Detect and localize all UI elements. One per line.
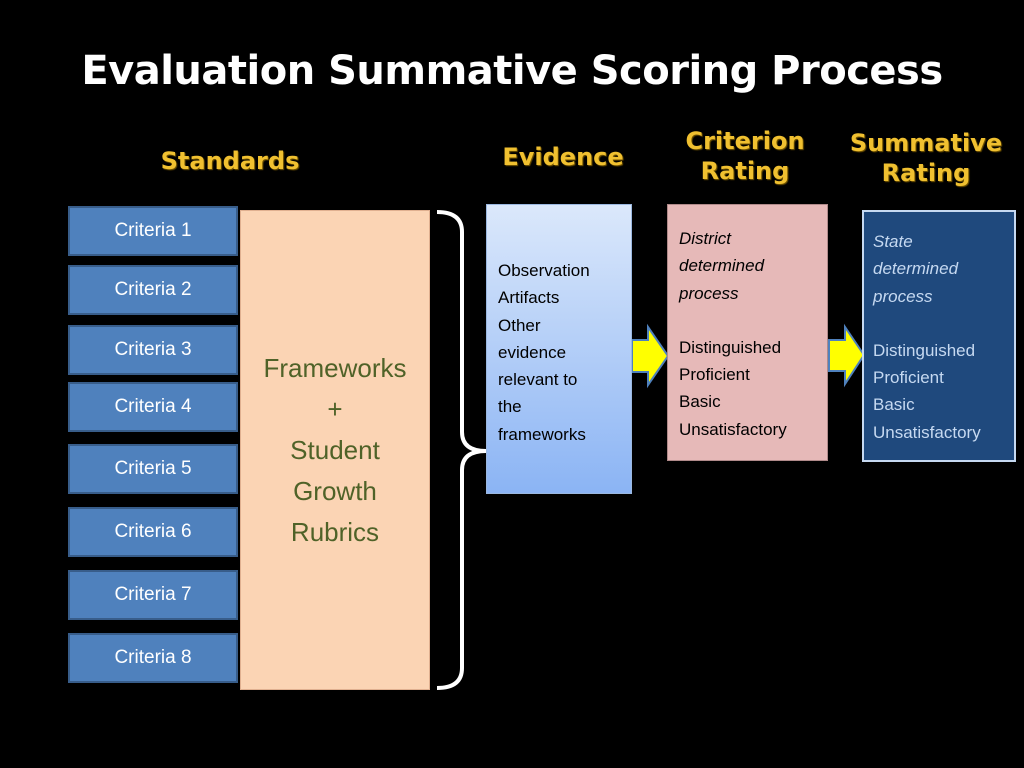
criterion-rating-header: Criterion Rating: [660, 126, 830, 186]
summative-intro: State determined process: [873, 228, 1014, 310]
criteria-box-8: Criteria 8: [68, 633, 238, 683]
summative-intro-line-1: State: [873, 232, 913, 251]
standards-header: Standards: [150, 146, 310, 176]
summative-level-4: Unsatisfactory: [873, 422, 981, 442]
slide-title: Evaluation Summative Scoring Process: [81, 48, 943, 94]
criterion-intro: District determined process: [679, 225, 827, 307]
summative-level-2: Proficient: [873, 368, 944, 388]
evidence-line-6: the: [498, 397, 522, 417]
summative-rating-box: State determined process Distinguished P…: [862, 210, 1016, 462]
right-brace-icon: [436, 210, 487, 690]
standards-header-label: Standards: [160, 147, 300, 175]
criterion-level-4: Unsatisfactory: [679, 419, 787, 439]
criterion-header-line1: Criterion: [685, 127, 805, 155]
evidence-header: Evidence: [488, 142, 638, 172]
summative-intro-line-3: process: [873, 286, 933, 306]
evidence-line-7: frameworks: [498, 424, 586, 444]
criteria-box-7: Criteria 7: [68, 570, 238, 620]
frameworks-line-4: Growth: [293, 475, 377, 506]
evidence-line-5: relevant to: [498, 370, 578, 390]
criterion-intro-line-1: District: [679, 229, 731, 248]
evidence-line-3: Other: [498, 315, 541, 335]
summative-header-line2: Rating: [881, 159, 971, 187]
summative-header-line1: Summative: [849, 129, 1003, 157]
criterion-rating-box: District determined process Distinguishe…: [667, 204, 828, 461]
evidence-line-4: evidence: [498, 342, 567, 362]
frameworks-line-1: Frameworks: [263, 352, 407, 383]
criterion-level-3: Basic: [679, 392, 721, 412]
criterion-header-line2: Rating: [700, 157, 790, 185]
criterion-level-1: Distinguished: [679, 337, 782, 357]
evidence-box: Observation Artifacts Other evidence rel…: [486, 204, 632, 494]
criteria-box-2: Criteria 2: [68, 265, 238, 315]
criterion-intro-line-3: process: [679, 283, 739, 303]
criteria-box-6: Criteria 6: [68, 507, 238, 557]
criterion-intro-line-2: determined: [679, 256, 765, 276]
criteria-box-1: Criteria 1: [68, 206, 238, 256]
frameworks-line-2: +: [327, 393, 343, 424]
evidence-line-1: Observation: [498, 261, 590, 280]
summative-rating-header: Summative Rating: [840, 128, 1012, 188]
evidence-line-2: Artifacts: [498, 288, 560, 308]
frameworks-line-3: Student: [290, 434, 380, 465]
summative-intro-line-2: determined: [873, 259, 959, 279]
arrow-right-icon-2: [828, 323, 866, 388]
summative-level-1: Distinguished: [873, 340, 976, 360]
arrow-right-icon-1: [631, 323, 670, 389]
summative-level-3: Basic: [873, 395, 915, 415]
frameworks-line-5: Rubrics: [290, 516, 380, 547]
frameworks-rubrics-panel: Frameworks + Student Growth Rubrics: [240, 210, 430, 690]
criterion-level-2: Proficient: [679, 365, 750, 385]
criteria-box-5: Criteria 5: [68, 444, 238, 494]
criteria-box-3: Criteria 3: [68, 325, 238, 375]
evidence-header-label: Evidence: [502, 143, 624, 171]
criteria-box-4: Criteria 4: [68, 382, 238, 432]
